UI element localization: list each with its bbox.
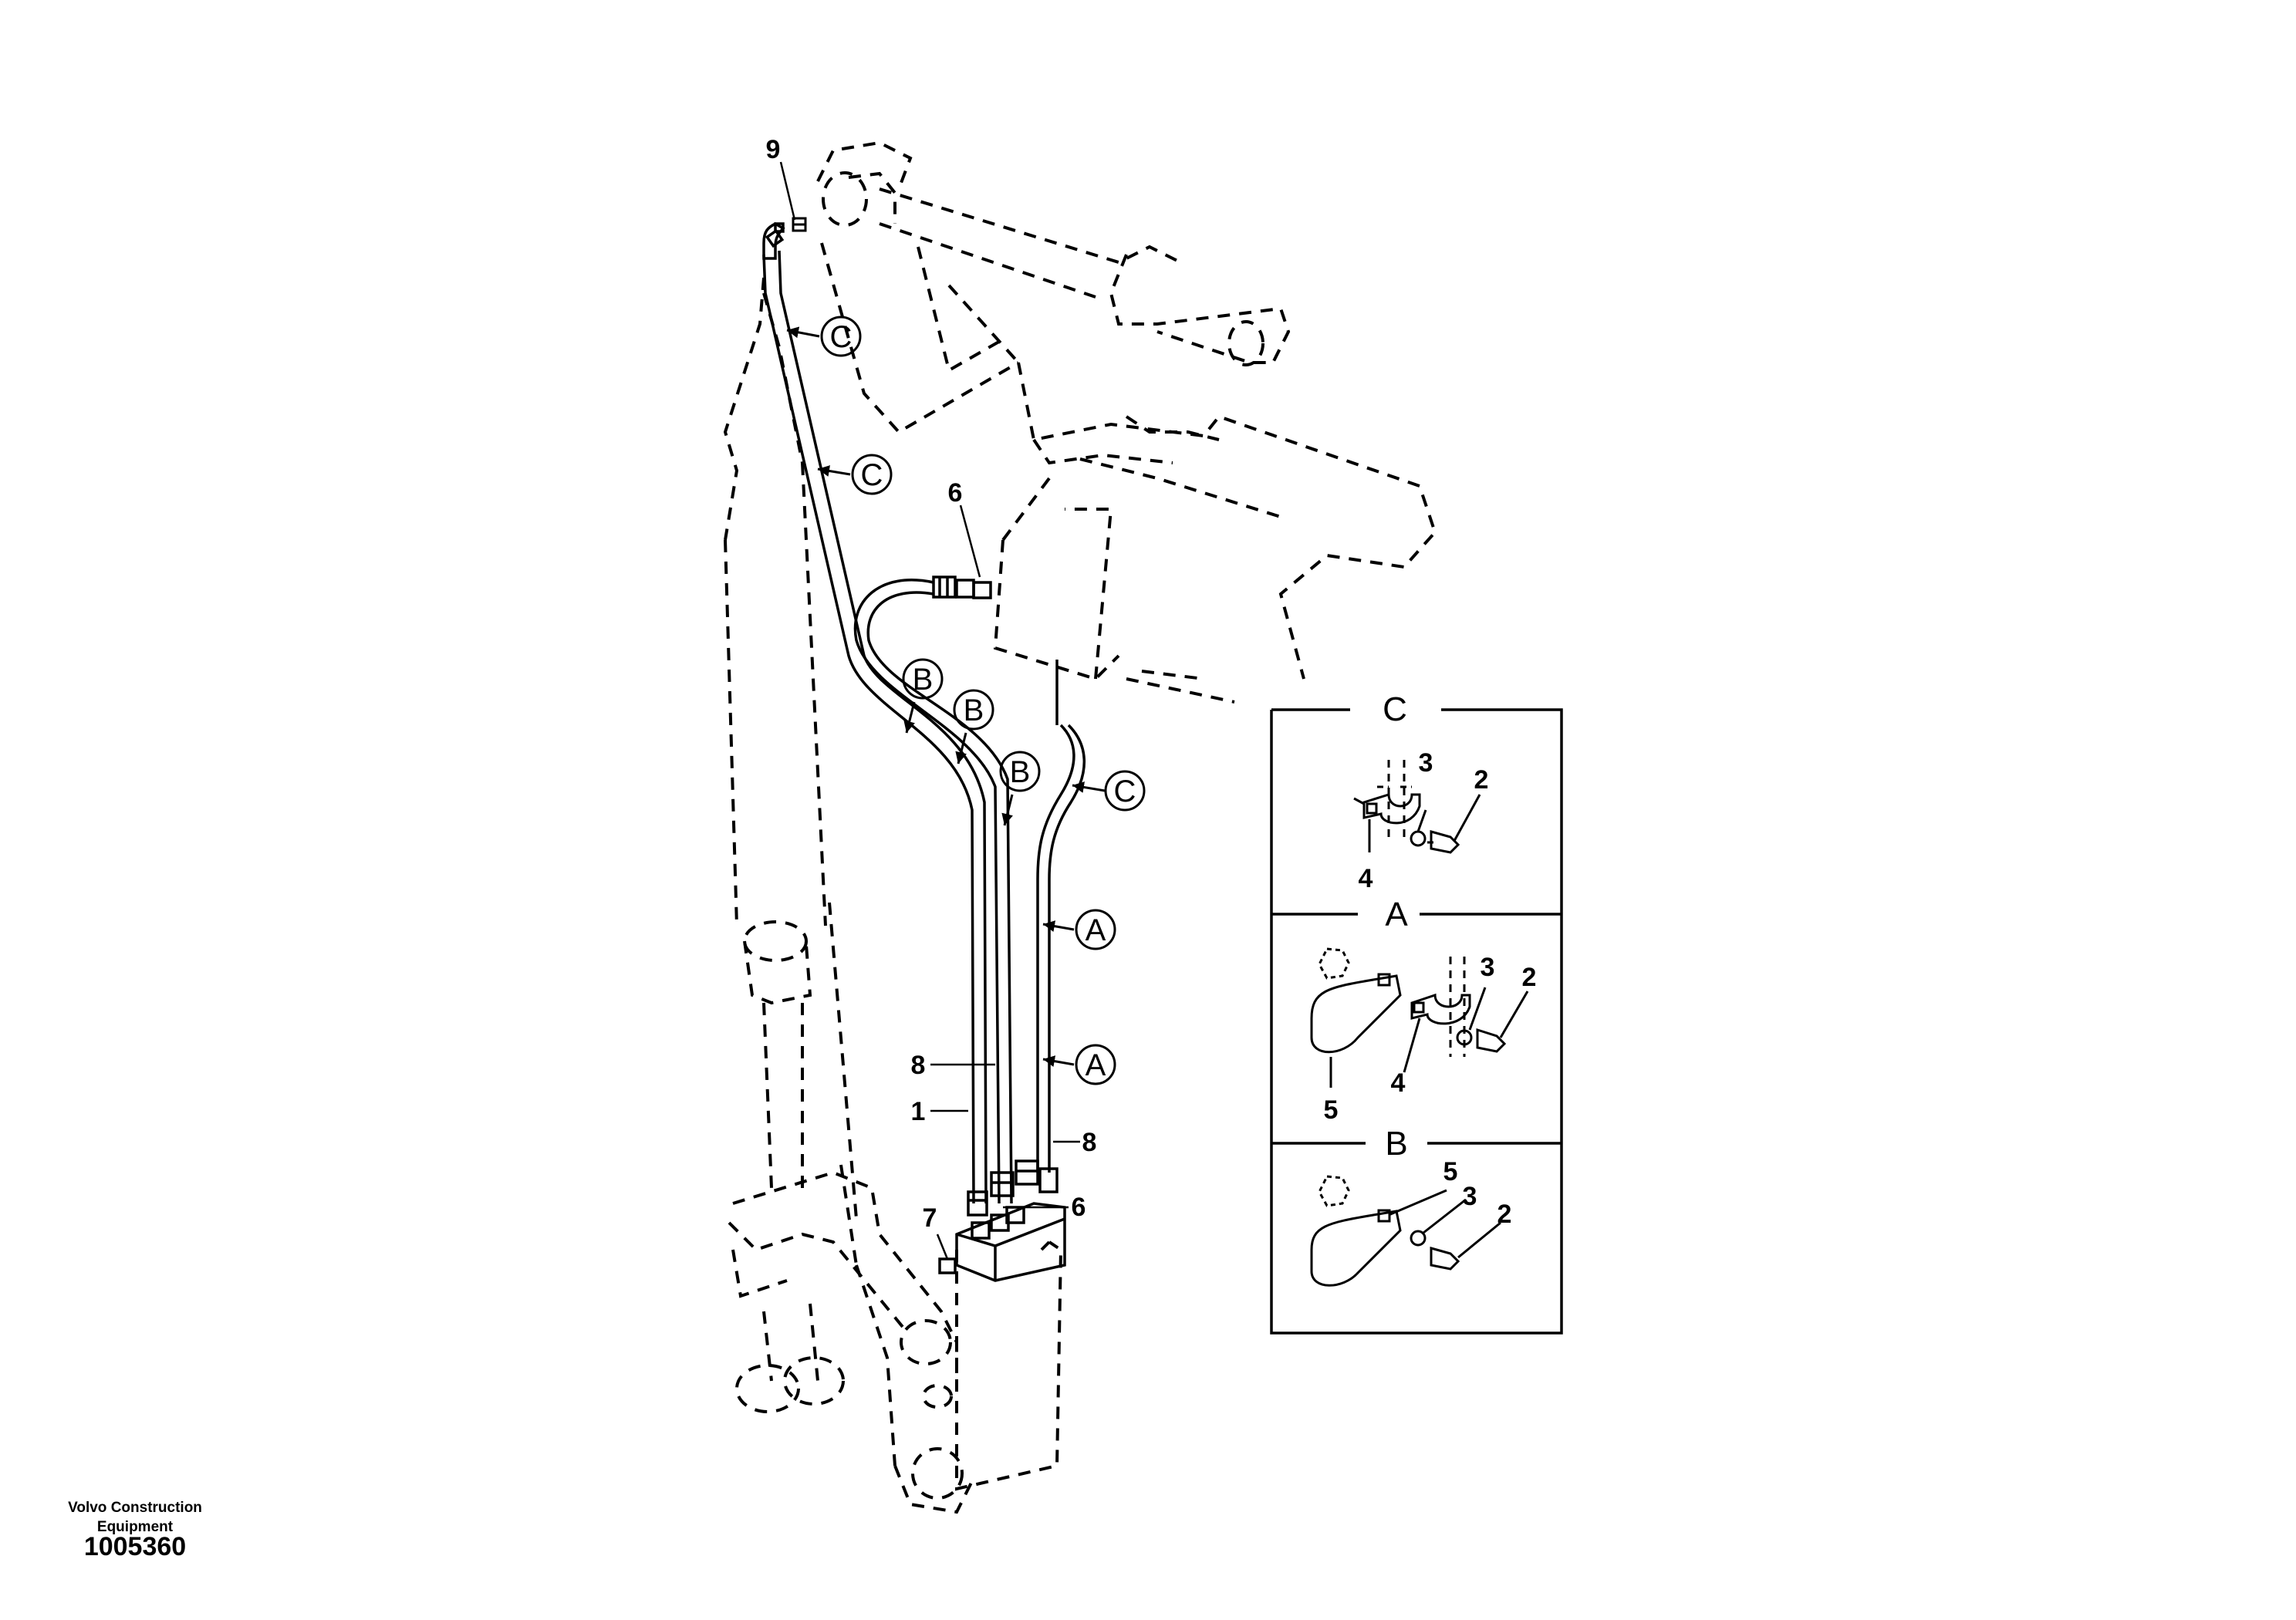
svg-text:A: A — [1086, 913, 1106, 947]
svg-text:B: B — [913, 663, 934, 697]
detail-c-callout-2: 2 — [1474, 765, 1489, 795]
view-ref-b-2: B — [953, 689, 994, 764]
detail-b-clamp — [1310, 1175, 1501, 1287]
detail-c-callout-3: 3 — [1419, 748, 1433, 778]
detail-a-callout-5: 5 — [1324, 1095, 1339, 1125]
callout-6-bottom: 6 — [1072, 1193, 1086, 1222]
view-ref-a-2: A — [1042, 1044, 1116, 1085]
detail-a-callout-4: 4 — [1391, 1068, 1406, 1098]
view-ref-b-3: B — [999, 751, 1041, 826]
detail-a-clamp — [1310, 947, 1529, 1088]
callout-9: 9 — [766, 135, 781, 164]
detail-a-callout-2: 2 — [1522, 963, 1537, 992]
svg-text:A: A — [1086, 1048, 1106, 1082]
detail-title-c: C — [1383, 690, 1407, 728]
detail-c-clamp — [1353, 760, 1481, 854]
svg-text:C: C — [830, 320, 853, 354]
detail-b-callout-5: 5 — [1443, 1157, 1458, 1186]
svg-text:C: C — [861, 458, 883, 492]
callout-7: 7 — [923, 1203, 937, 1233]
view-ref-c-1: C — [786, 316, 862, 357]
callout-8-left: 8 — [911, 1051, 926, 1080]
callout-8-right: 8 — [1082, 1128, 1097, 1157]
top-elbow-fitting — [762, 222, 785, 260]
lower-fittings — [938, 1159, 1066, 1282]
svg-text:C: C — [1114, 775, 1136, 808]
svg-text:B: B — [964, 694, 984, 727]
callout-6-top: 6 — [948, 478, 963, 508]
hose-fitting-6 — [932, 575, 992, 599]
company-line-2: Equipment — [96, 1519, 174, 1535]
top-nut-9 — [792, 217, 807, 232]
callout-1: 1 — [911, 1097, 926, 1126]
view-ref-c-3: C — [1072, 770, 1146, 812]
detail-a-callout-3: 3 — [1481, 953, 1495, 982]
detail-c-callout-4: 4 — [1359, 864, 1373, 893]
detail-title-a: A — [1385, 896, 1408, 933]
view-ref-c-2: C — [817, 454, 893, 495]
detail-title-b: B — [1385, 1125, 1407, 1163]
leader-lines — [779, 161, 1080, 1260]
detail-b-callout-2: 2 — [1497, 1200, 1512, 1229]
document-number: 1005360 — [83, 1532, 187, 1561]
svg-text:B: B — [1010, 755, 1031, 789]
view-ref-a-1: A — [1042, 909, 1116, 950]
company-name: Volvo Construction Equipment — [39, 1498, 231, 1537]
detail-panel — [1270, 708, 1563, 1335]
company-line-1: Volvo Construction — [68, 1500, 202, 1516]
view-ref-b-1: B — [902, 658, 944, 734]
detail-b-callout-3: 3 — [1463, 1182, 1477, 1211]
